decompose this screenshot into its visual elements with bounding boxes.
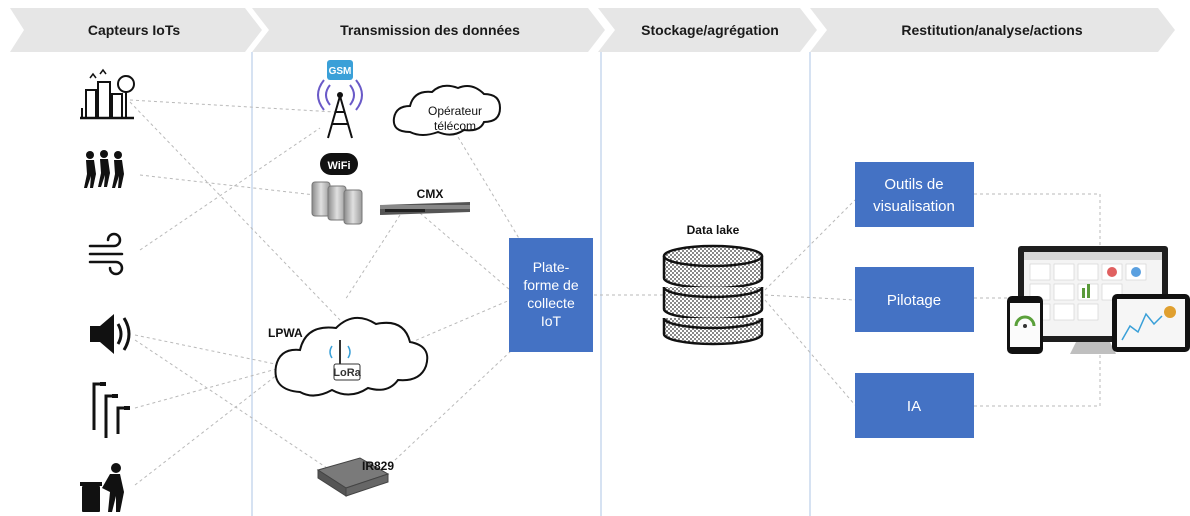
phase-label-storage: Stockage/agrégation [641, 22, 779, 38]
lpwa-label: LPWA [268, 326, 303, 340]
ia-box: IA [855, 373, 974, 438]
visualisation-tools-box: Outils de visualisation [855, 162, 974, 227]
wind-icon [88, 232, 124, 276]
transmission-column: GSM Opérateur télécom WiFi CMX [268, 60, 502, 497]
access-point-icon [311, 181, 363, 225]
smart-city-icon [80, 68, 135, 120]
trash-bin-icon [80, 463, 124, 512]
phase-chevron-transmission: Transmission des données [252, 8, 605, 52]
ir829-router: IR829 [316, 457, 394, 497]
svg-text:GSM: GSM [329, 66, 352, 77]
platform-line-1: Plate- [533, 259, 570, 275]
visualisation-line-1: Outils de [884, 176, 943, 193]
phase-label-transmission: Transmission des données [340, 22, 520, 38]
gsm-badge: GSM [327, 60, 353, 80]
phase-label-restitution: Restitution/analyse/actions [901, 22, 1082, 38]
platform-line-3: collecte [527, 295, 575, 311]
operator-label-line2: télécom [434, 119, 476, 133]
svg-text:WiFi: WiFi [327, 160, 350, 172]
data-lake: Data lake [662, 223, 764, 346]
operator-cloud: Opérateur télécom [392, 84, 502, 136]
data-lake-label: Data lake [687, 223, 740, 237]
database-icon [662, 244, 764, 346]
router-label: IR829 [362, 459, 394, 473]
street-light-icon [92, 382, 130, 438]
phase-chevron-sensors: Capteurs IoTs [10, 8, 262, 52]
pilotage-box: Pilotage [855, 267, 974, 332]
platform-line-2: forme de [523, 277, 578, 293]
phase-chevron-storage: Stockage/agrégation [598, 8, 817, 52]
sensor-list [80, 68, 135, 512]
wifi-badge: WiFi [320, 153, 358, 175]
cmx-label: CMX [417, 187, 444, 201]
platform-line-4: IoT [541, 313, 562, 329]
collection-platform-box: Plate- forme de collecte IoT [509, 238, 593, 352]
ia-label: IA [907, 398, 921, 415]
operator-label-line1: Opérateur [428, 104, 482, 118]
visualisation-line-2: visualisation [873, 198, 955, 215]
pilotage-label: Pilotage [887, 292, 941, 309]
dashboard-devices-icon [1007, 246, 1190, 354]
cmx-device: CMX [380, 187, 470, 215]
lora-label: LoRa [333, 367, 361, 379]
lpwa-cloud: LPWA LoRa [268, 317, 429, 397]
speaker-icon [90, 314, 131, 354]
output-boxes: Outils de visualisation Pilotage IA [855, 162, 974, 438]
antenna-tower-icon [317, 79, 363, 139]
people-crowd-icon [84, 150, 124, 188]
column-dividers [251, 52, 811, 516]
phase-header: Capteurs IoTs Transmission des données S… [10, 8, 1175, 52]
connectors [129, 99, 1101, 486]
phase-chevron-restitution: Restitution/analyse/actions [810, 8, 1175, 52]
phase-label-sensors: Capteurs IoTs [88, 22, 181, 38]
